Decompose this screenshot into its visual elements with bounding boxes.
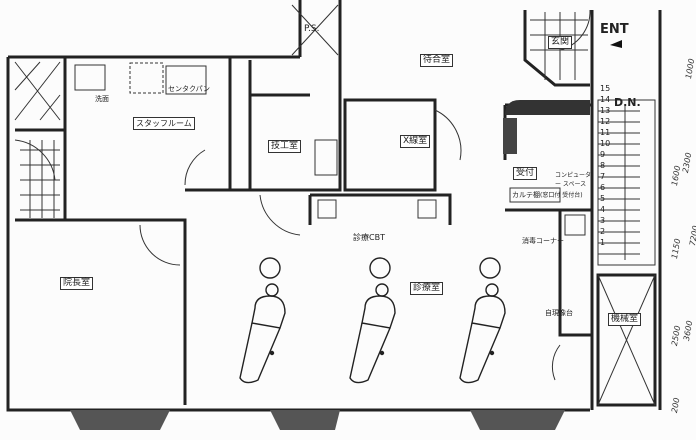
stair-step: 4	[600, 205, 606, 214]
stair-step: 7	[600, 172, 606, 181]
label-treatment-cbt: 診療CBT	[353, 233, 385, 242]
label-computer-space: コンピューター スペース	[555, 172, 592, 188]
stair-step: 3	[600, 216, 606, 225]
label-treatment-room: 診療室	[410, 282, 444, 295]
label-entrance: 玄関	[548, 36, 573, 49]
stair-step: 15	[600, 84, 611, 93]
stair-step: 10	[600, 139, 611, 148]
label-laundry-pan: センタクパン	[168, 85, 210, 93]
label-down-stairs: D.N.	[614, 96, 641, 109]
stair-step: 14	[600, 95, 611, 104]
label-machine-room: 機械室	[608, 313, 642, 326]
label-staff-room: スタッフルーム	[133, 117, 195, 130]
stair-step: 8	[600, 161, 606, 170]
stair-step: 6	[600, 183, 606, 192]
stair-step: 11	[600, 128, 611, 137]
stair-step: 1	[600, 238, 606, 247]
label-reception-counter: (窓口付 受付台)	[540, 192, 583, 199]
stair-step: 9	[600, 150, 606, 159]
stair-step: 13	[600, 106, 611, 115]
stair-step: 2	[600, 227, 606, 236]
label-pipe-shaft: P.S.	[304, 24, 320, 34]
label-chart-shelf: カルテ棚	[512, 191, 540, 199]
label-sterilization-corner: 消毒コーナー	[522, 237, 564, 245]
label-washbasin: 洗面	[95, 95, 109, 103]
stair-step: 5	[600, 194, 606, 203]
label-xray-room: X線室	[400, 135, 431, 148]
label-technician-room: 技工室	[268, 140, 302, 153]
label-reception: 受付	[513, 167, 538, 180]
label-ent: ENT	[600, 22, 629, 37]
label-director-room: 院長室	[60, 277, 94, 290]
stair-step: 12	[600, 117, 611, 126]
label-waiting-room: 待合室	[420, 54, 454, 67]
label-developer-stand: 自現像台	[545, 309, 573, 317]
